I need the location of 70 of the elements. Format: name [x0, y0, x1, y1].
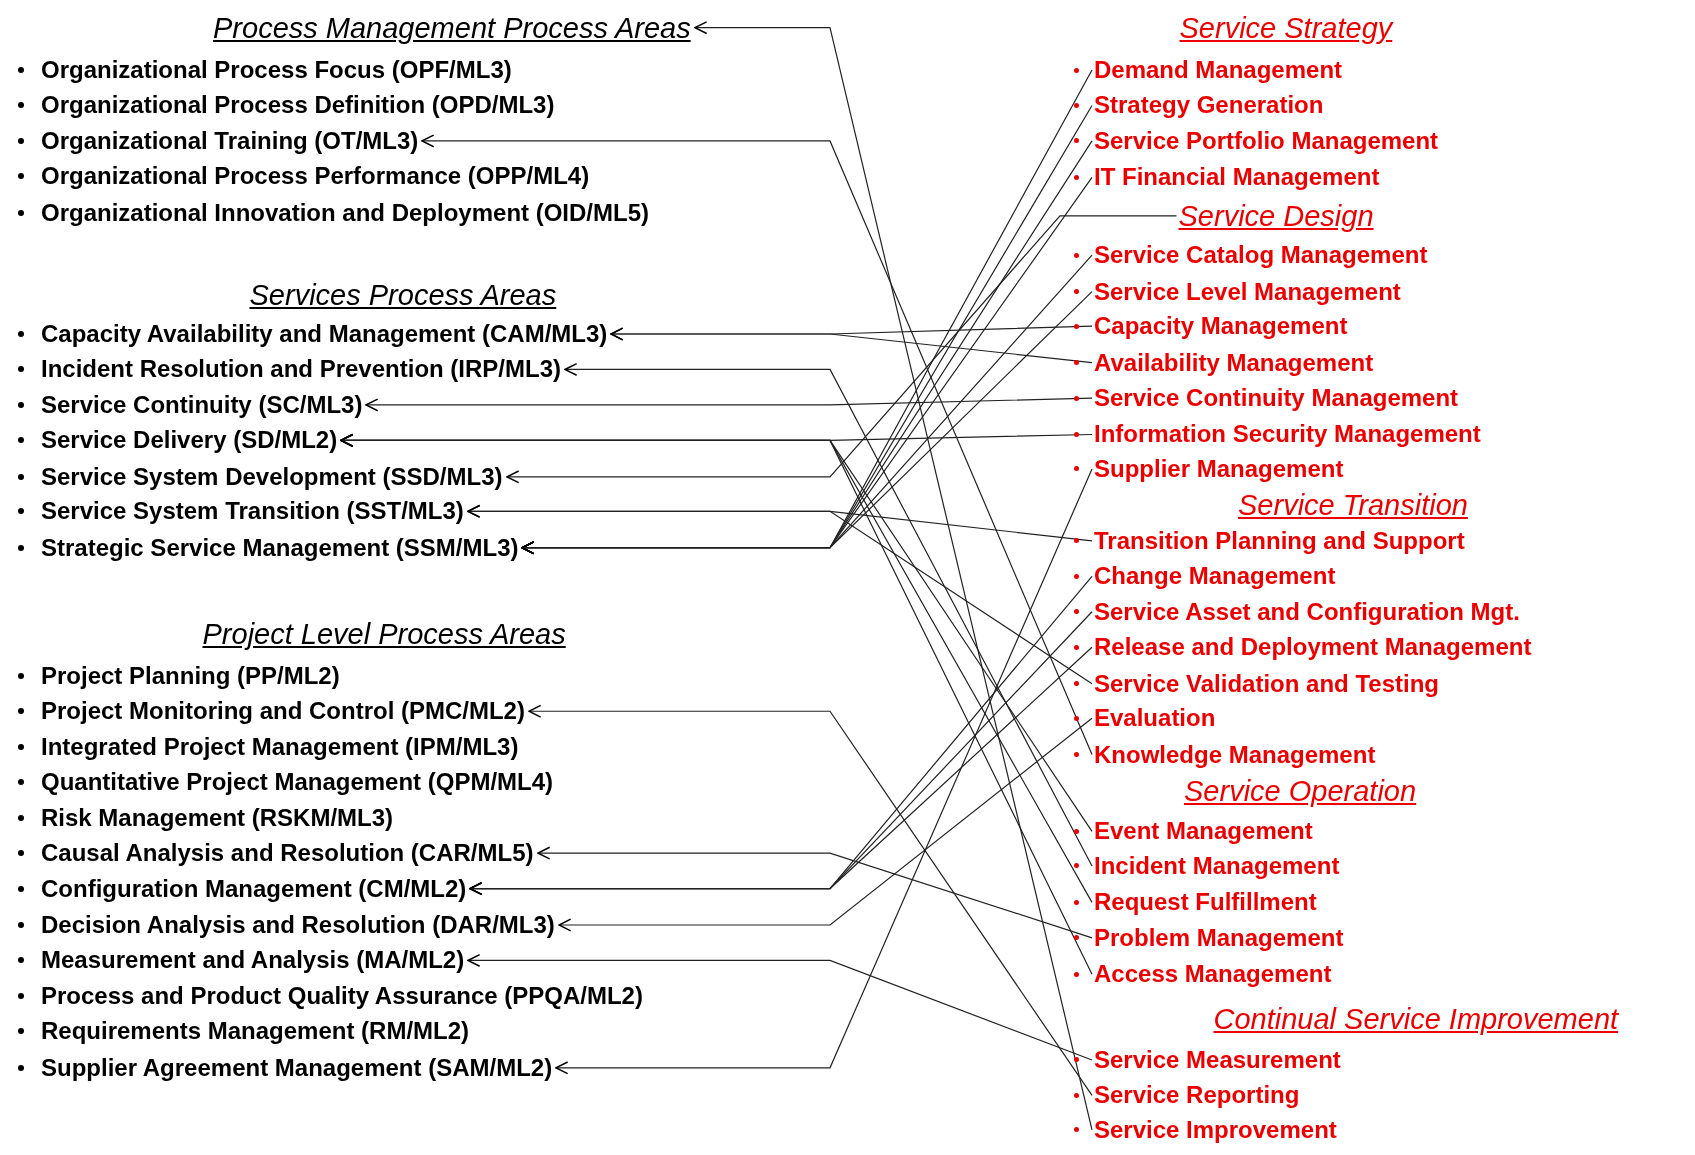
process-item: Risk Management (RSKM/ML3) — [41, 803, 394, 832]
process-item: Organizational Process Focus (OPF/ML3) — [41, 56, 512, 84]
process-item: Organizational Training (OT/ML3) — [41, 126, 419, 155]
process-item: Service Continuity (SC/ML3) — [41, 390, 363, 419]
process-item: Change Management — [1094, 562, 1336, 591]
section-heading: Project Level Process Areas — [202, 618, 566, 651]
process-item: Evaluation — [1094, 704, 1216, 733]
arrow — [467, 504, 1093, 685]
process-item: Access Management — [1094, 960, 1332, 989]
process-item: Availability Management — [1094, 348, 1374, 377]
process-item: Service System Transition (SST/ML3) — [41, 497, 464, 526]
process-item: Service Validation and Testing — [1094, 669, 1439, 698]
process-item: Integrated Project Management (IPM/ML3) — [41, 732, 519, 761]
section-heading: Service Design — [1178, 199, 1374, 232]
process-item: Release and Deployment Management — [1094, 633, 1532, 662]
process-item: Measurement and Analysis (MA/ML2) — [41, 946, 465, 975]
arrow — [558, 717, 1093, 932]
process-item: Capacity Management — [1094, 312, 1348, 341]
section-heading: Service Strategy — [1179, 11, 1393, 44]
process-item: Project Planning (PP/ML2) — [41, 661, 340, 690]
process-item: Causal Analysis and Resolution (CAR/ML5) — [41, 839, 534, 868]
process-item: Strategy Generation — [1094, 91, 1324, 120]
process-item: Configuration Management (CM/ML2) — [41, 874, 467, 903]
arrow — [467, 953, 1093, 1061]
process-item: Service System Development (SSD/ML3) — [41, 462, 503, 491]
process-item: Organizational Process Definition (OPD/ML3) — [41, 91, 555, 120]
arrow — [528, 704, 1093, 1096]
process-item: Service Measurement — [1094, 1045, 1341, 1074]
process-item: Organizational Process Performance (OPP/ML4) — [41, 162, 590, 191]
process-item: Service Catalog Management — [1094, 241, 1428, 270]
section-heading: Continual Service Improvement — [1213, 1002, 1619, 1035]
process-item: Quantitative Project Management (QPM/ML4) — [41, 768, 554, 797]
process-item: Service Delivery (SD/ML2) — [41, 426, 338, 455]
section-heading: Process Management Process Areas — [213, 11, 691, 44]
process-item: Event Management — [1094, 817, 1313, 846]
process-item: Request Fulfillment — [1094, 888, 1317, 917]
section-heading: Services Process Areas — [249, 278, 557, 311]
arrow — [694, 21, 1093, 1131]
process-item: Information Security Management — [1094, 420, 1481, 449]
process-item: Process and Product Quality Assurance (PPQA/ML2) — [41, 981, 643, 1010]
process-item: Service Reporting — [1094, 1081, 1300, 1110]
arrow — [537, 846, 1093, 939]
process-item: Problem Management — [1094, 923, 1344, 952]
process-item: Incident Resolution and Prevention (IRP/ML3) — [41, 355, 562, 384]
process-item: Incident Management — [1094, 851, 1340, 880]
process-item: Supplier Agreement Management (SAM/ML2) — [41, 1053, 553, 1082]
process-item: Service Portfolio Management — [1094, 126, 1439, 155]
arrow — [421, 134, 1093, 756]
process-item: Supplier Management — [1094, 454, 1344, 483]
process-item: Strategic Service Management (SSM/ML3) — [41, 533, 519, 562]
process-item: IT Financial Management — [1094, 163, 1380, 192]
process-item: Decision Analysis and Resolution (DAR/ML3) — [41, 911, 555, 939]
process-item: Service Improvement — [1094, 1115, 1337, 1144]
section-heading: Service Operation — [1184, 775, 1417, 808]
section-heading: Service Transition — [1238, 489, 1468, 522]
process-item: Organizational Innovation and Deployment (OID/ML5) — [41, 198, 650, 227]
process-item: Capacity Availability and Management (CAM/ML3) — [41, 320, 608, 348]
process-item: Project Monitoring and Control (PMC/ML2) — [41, 697, 525, 726]
process-item: Requirements Management (RM/ML2) — [41, 1017, 470, 1046]
process-item: Transition Planning and Support — [1094, 526, 1465, 555]
arrow — [564, 362, 1093, 867]
process-item: Service Asset and Configuration Mgt. — [1094, 597, 1520, 626]
process-item: Service Continuity Management — [1094, 384, 1459, 412]
arrow — [365, 397, 1093, 412]
arrow — [610, 327, 1093, 364]
process-item: Knowledge Management — [1094, 740, 1376, 769]
process-item: Demand Management — [1094, 56, 1343, 84]
arrow — [555, 468, 1093, 1075]
arrow — [506, 215, 1178, 484]
process-item: Service Level Management — [1094, 277, 1401, 306]
